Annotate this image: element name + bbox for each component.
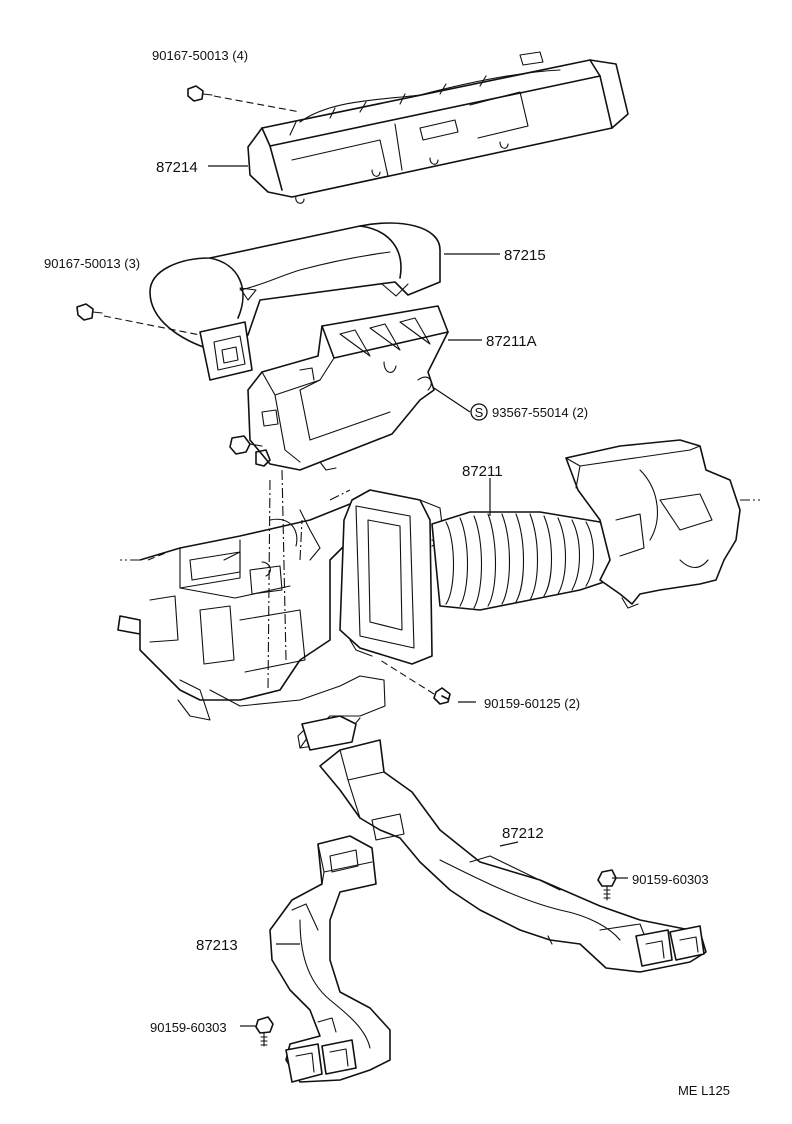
screw-90159-60303-left	[255, 1016, 274, 1047]
label-bolt-top: 90167-50013 (4)	[152, 48, 248, 63]
part-87214-duct	[247, 51, 629, 204]
screw-90159-60303-right	[597, 869, 617, 901]
part-87211-flex-hose	[339, 489, 611, 665]
label-clip: 93567-55014 (2)	[492, 405, 588, 420]
part-87211A-case	[229, 305, 449, 471]
part-87215-duct	[149, 222, 441, 381]
leader-lines	[208, 165, 628, 1027]
label-87211A: 87211A	[486, 333, 537, 350]
assembly-lines	[147, 469, 303, 691]
bolt-90167-50013-middle	[76, 303, 201, 336]
label-screw-right: 90159-60303	[632, 872, 709, 887]
heater-unit-body	[117, 489, 386, 751]
label-87215: 87215	[504, 247, 546, 264]
label-87212: 87212	[502, 825, 544, 842]
label-87211: 87211	[462, 463, 503, 480]
label-87213: 87213	[196, 937, 238, 954]
clip-symbol-letter: S	[475, 405, 484, 420]
label-87214: 87214	[156, 159, 198, 176]
label-screw-left: 90159-60303	[150, 1020, 227, 1035]
clip-symbol: S	[470, 403, 488, 421]
blower-housing-right	[565, 439, 760, 609]
part-87213-duct	[269, 835, 391, 1083]
footer-code: ME L125	[678, 1083, 730, 1098]
label-bolt-mid: 90167-50013 (3)	[44, 256, 140, 271]
part-87212-duct	[319, 739, 707, 973]
label-bolt-lower: 90159-60125 (2)	[484, 696, 580, 711]
bolt-90167-50013-upper	[187, 85, 301, 113]
callout-labels: 90167-50013 (4) 87214 90167-50013 (3) 87…	[44, 48, 730, 1098]
bolt-90159-60125	[379, 659, 451, 705]
